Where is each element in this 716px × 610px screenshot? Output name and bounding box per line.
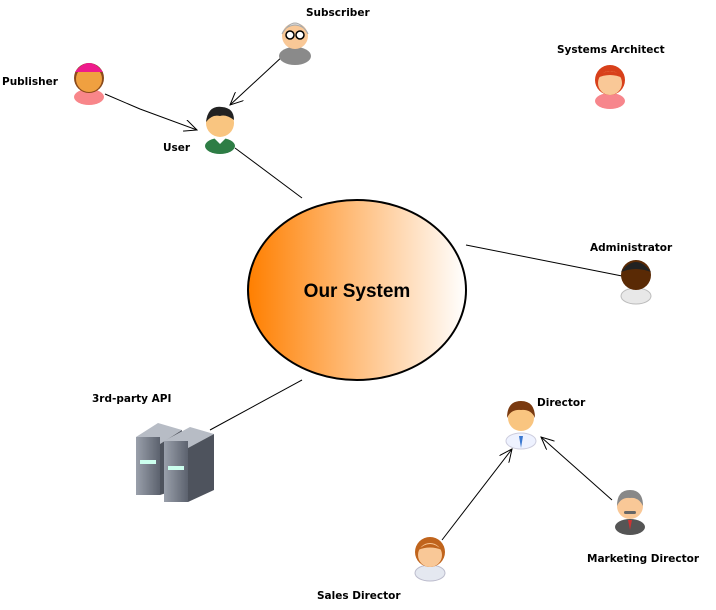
marketing-to-director-arrow [541, 437, 613, 501]
admin-system-link [465, 244, 623, 277]
man-dark-icon [620, 260, 652, 305]
marketing-director-label: Marketing Director [587, 553, 700, 565]
director-label: Director [537, 397, 586, 409]
user-label: User [163, 142, 191, 154]
actor-user[interactable]: User [163, 106, 235, 154]
woman-red-hair-icon [595, 65, 625, 109]
woman-brown-hair-icon [414, 537, 446, 582]
man-green-icon [205, 106, 235, 154]
old-man-glasses-icon [279, 22, 311, 65]
man-tie-icon [505, 401, 537, 450]
user-system-link [234, 147, 303, 199]
system-label: Our System [304, 281, 411, 302]
actor-publisher[interactable]: Publisher [2, 63, 104, 105]
actor-sales-director[interactable]: Sales Director [317, 537, 446, 602]
man-gray-mustache-icon [615, 490, 645, 535]
server-icon [136, 423, 214, 502]
actor-systems-architect[interactable]: Systems Architect [557, 44, 665, 109]
subscriber-label: Subscriber [306, 7, 370, 19]
actor-api[interactable]: 3rd-party API [92, 393, 214, 502]
api-label: 3rd-party API [92, 393, 171, 405]
sales-to-director-arrow [441, 449, 512, 541]
actor-administrator[interactable]: Administrator [590, 242, 673, 305]
system-use-case[interactable]: Our System [247, 199, 467, 381]
api-system-link [209, 379, 303, 431]
publisher-to-user-arrow [104, 93, 197, 130]
subscriber-to-user-arrow [230, 54, 285, 105]
woman-pink-icon [74, 63, 104, 105]
actor-subscriber[interactable]: Subscriber [279, 7, 370, 65]
actor-director[interactable]: Director [505, 397, 586, 450]
publisher-label: Publisher [2, 76, 59, 88]
sales-director-label: Sales Director [317, 590, 401, 602]
systems-architect-label: Systems Architect [557, 44, 665, 56]
actor-marketing-director[interactable]: Marketing Director [587, 490, 700, 565]
administrator-label: Administrator [590, 242, 673, 254]
